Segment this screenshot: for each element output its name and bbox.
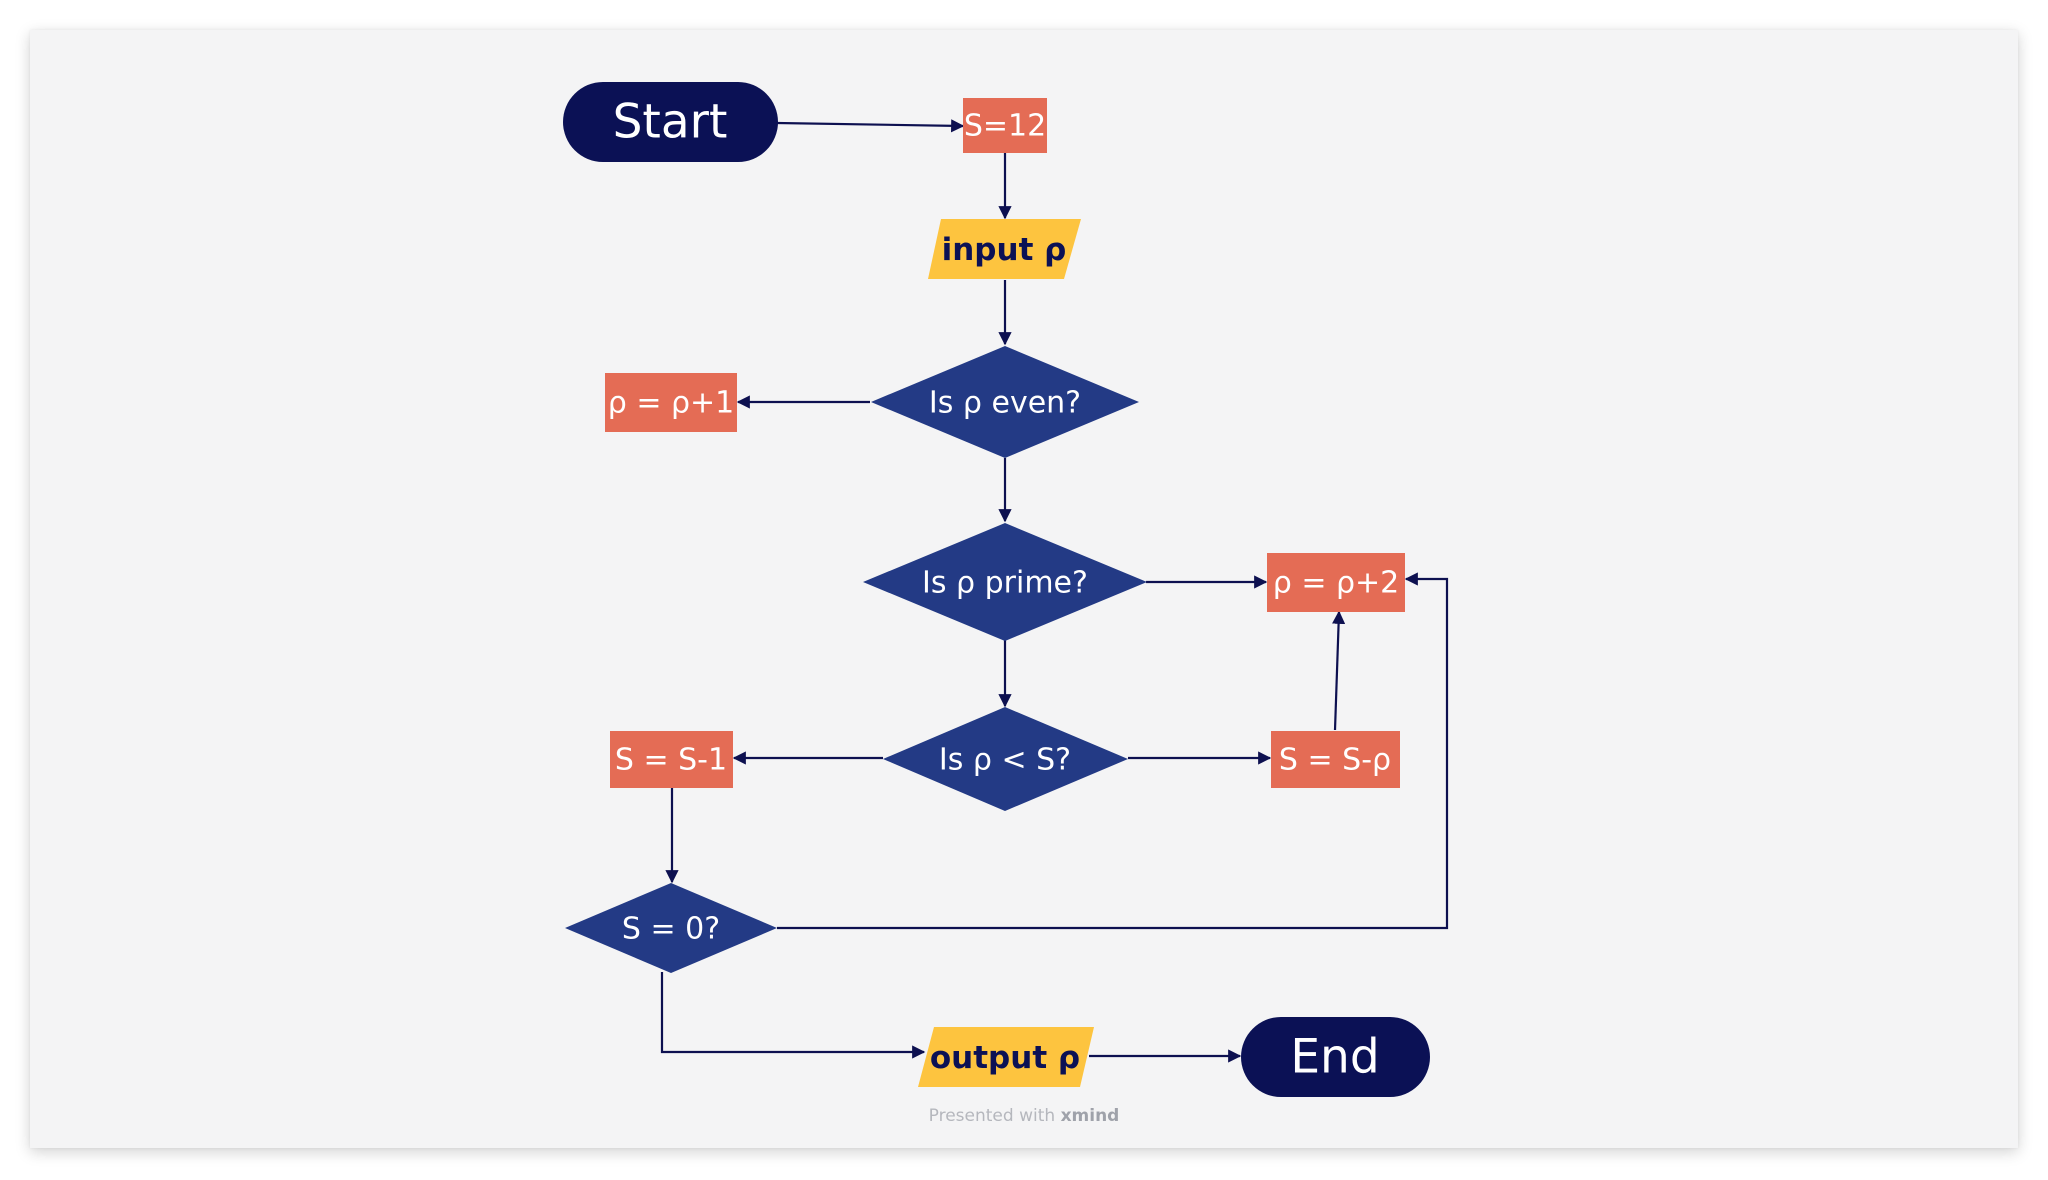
s-minus-rho-process: S = S-ρ [1271, 731, 1400, 788]
increment-one-label: ρ = ρ+1 [608, 386, 735, 421]
connector-start-to-s-init [776, 119, 965, 133]
prime-check-decision: Is ρ prime? [863, 523, 1147, 641]
less-check-label: Is ρ < S? [939, 743, 1071, 778]
increment-two-label: ρ = ρ+2 [1273, 566, 1400, 601]
s-init-process: S=12 [963, 98, 1047, 153]
input-io: input ρ [928, 219, 1081, 279]
presented-with-footer: Presented with xmind [0, 1106, 2048, 1126]
even-check-decision: Is ρ even? [871, 346, 1139, 458]
increment-one-process: ρ = ρ+1 [605, 373, 737, 432]
footer-brand: xmind [1060, 1106, 1120, 1126]
connectors [660, 119, 1449, 1063]
input-label: input ρ [942, 232, 1067, 268]
connector-zero-to-output [660, 972, 926, 1059]
prime-check-label: Is ρ prime? [922, 566, 1088, 601]
connector-s-minus-rho-to-increment-two [1332, 610, 1346, 731]
s-minus-rho-label: S = S-ρ [1279, 743, 1391, 778]
end-label: End [1290, 1030, 1379, 1085]
less-check-decision: Is ρ < S? [883, 707, 1128, 811]
end-terminal: End [1241, 1017, 1430, 1097]
zero-check-decision: S = 0? [565, 883, 777, 973]
increment-two-process: ρ = ρ+2 [1267, 553, 1405, 612]
s-minus-one-process: S = S-1 [610, 731, 733, 788]
output-label: output ρ [930, 1040, 1080, 1076]
footer-prefix: Presented with [928, 1106, 1056, 1126]
start-label: Start [613, 95, 728, 150]
start-terminal: Start [563, 82, 778, 162]
even-check-label: Is ρ even? [929, 386, 1081, 421]
s-minus-one-label: S = S-1 [615, 743, 727, 778]
output-io: output ρ [918, 1027, 1094, 1087]
s-init-label: S=12 [964, 109, 1046, 144]
zero-check-label: S = 0? [622, 912, 720, 947]
connector-zero-to-increment-two [777, 572, 1449, 930]
